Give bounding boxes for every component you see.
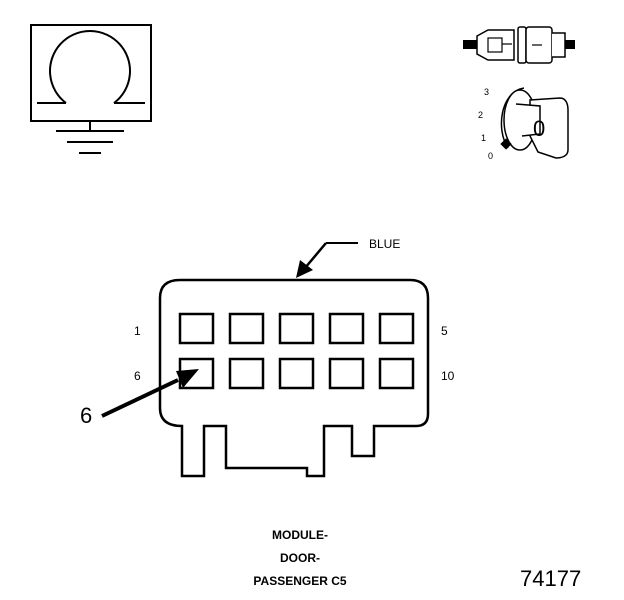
pin-label-1: 1	[134, 324, 141, 338]
pin-cavity-7	[228, 357, 265, 390]
figure-number: 74177	[520, 566, 582, 591]
pin-cavity-4	[328, 312, 365, 345]
ignition-position-3: 3	[484, 87, 490, 97]
connector-color-label: BLUE	[369, 237, 401, 251]
ignition-position-1: 1	[481, 133, 487, 143]
key-cylinder-label: 0	[533, 116, 546, 141]
pin-cavity-1	[178, 312, 215, 345]
pin-cavity-3	[278, 312, 315, 345]
connector-title-line3: PASSENGER C5	[253, 574, 347, 588]
ignition-key-icon	[500, 87, 569, 159]
pin-label-6: 6	[134, 369, 141, 383]
pin-label-10: 10	[441, 369, 455, 383]
pin-callout-arrow	[101, 369, 199, 418]
pin-cavity-9	[328, 357, 365, 390]
ignition-position-0: 0	[488, 151, 494, 161]
ignition-position-2: 2	[478, 110, 484, 120]
connector-title-line1: MODULE-	[272, 528, 328, 542]
pin-cavity-5	[378, 312, 415, 345]
pin-callout-number: 6	[80, 403, 93, 428]
connector-body	[158, 278, 430, 478]
pin-label-5: 5	[441, 324, 448, 338]
pin-cavity-8	[278, 357, 315, 390]
pin-cavity-10	[378, 357, 415, 390]
ground-symbol-icon	[30, 24, 152, 154]
inline-connector-icon	[463, 26, 575, 64]
color-leader-arrow	[296, 242, 358, 278]
connector-title-line2: DOOR-	[280, 551, 320, 565]
pin-cavity-2	[228, 312, 265, 345]
pin-cavities	[178, 312, 415, 390]
